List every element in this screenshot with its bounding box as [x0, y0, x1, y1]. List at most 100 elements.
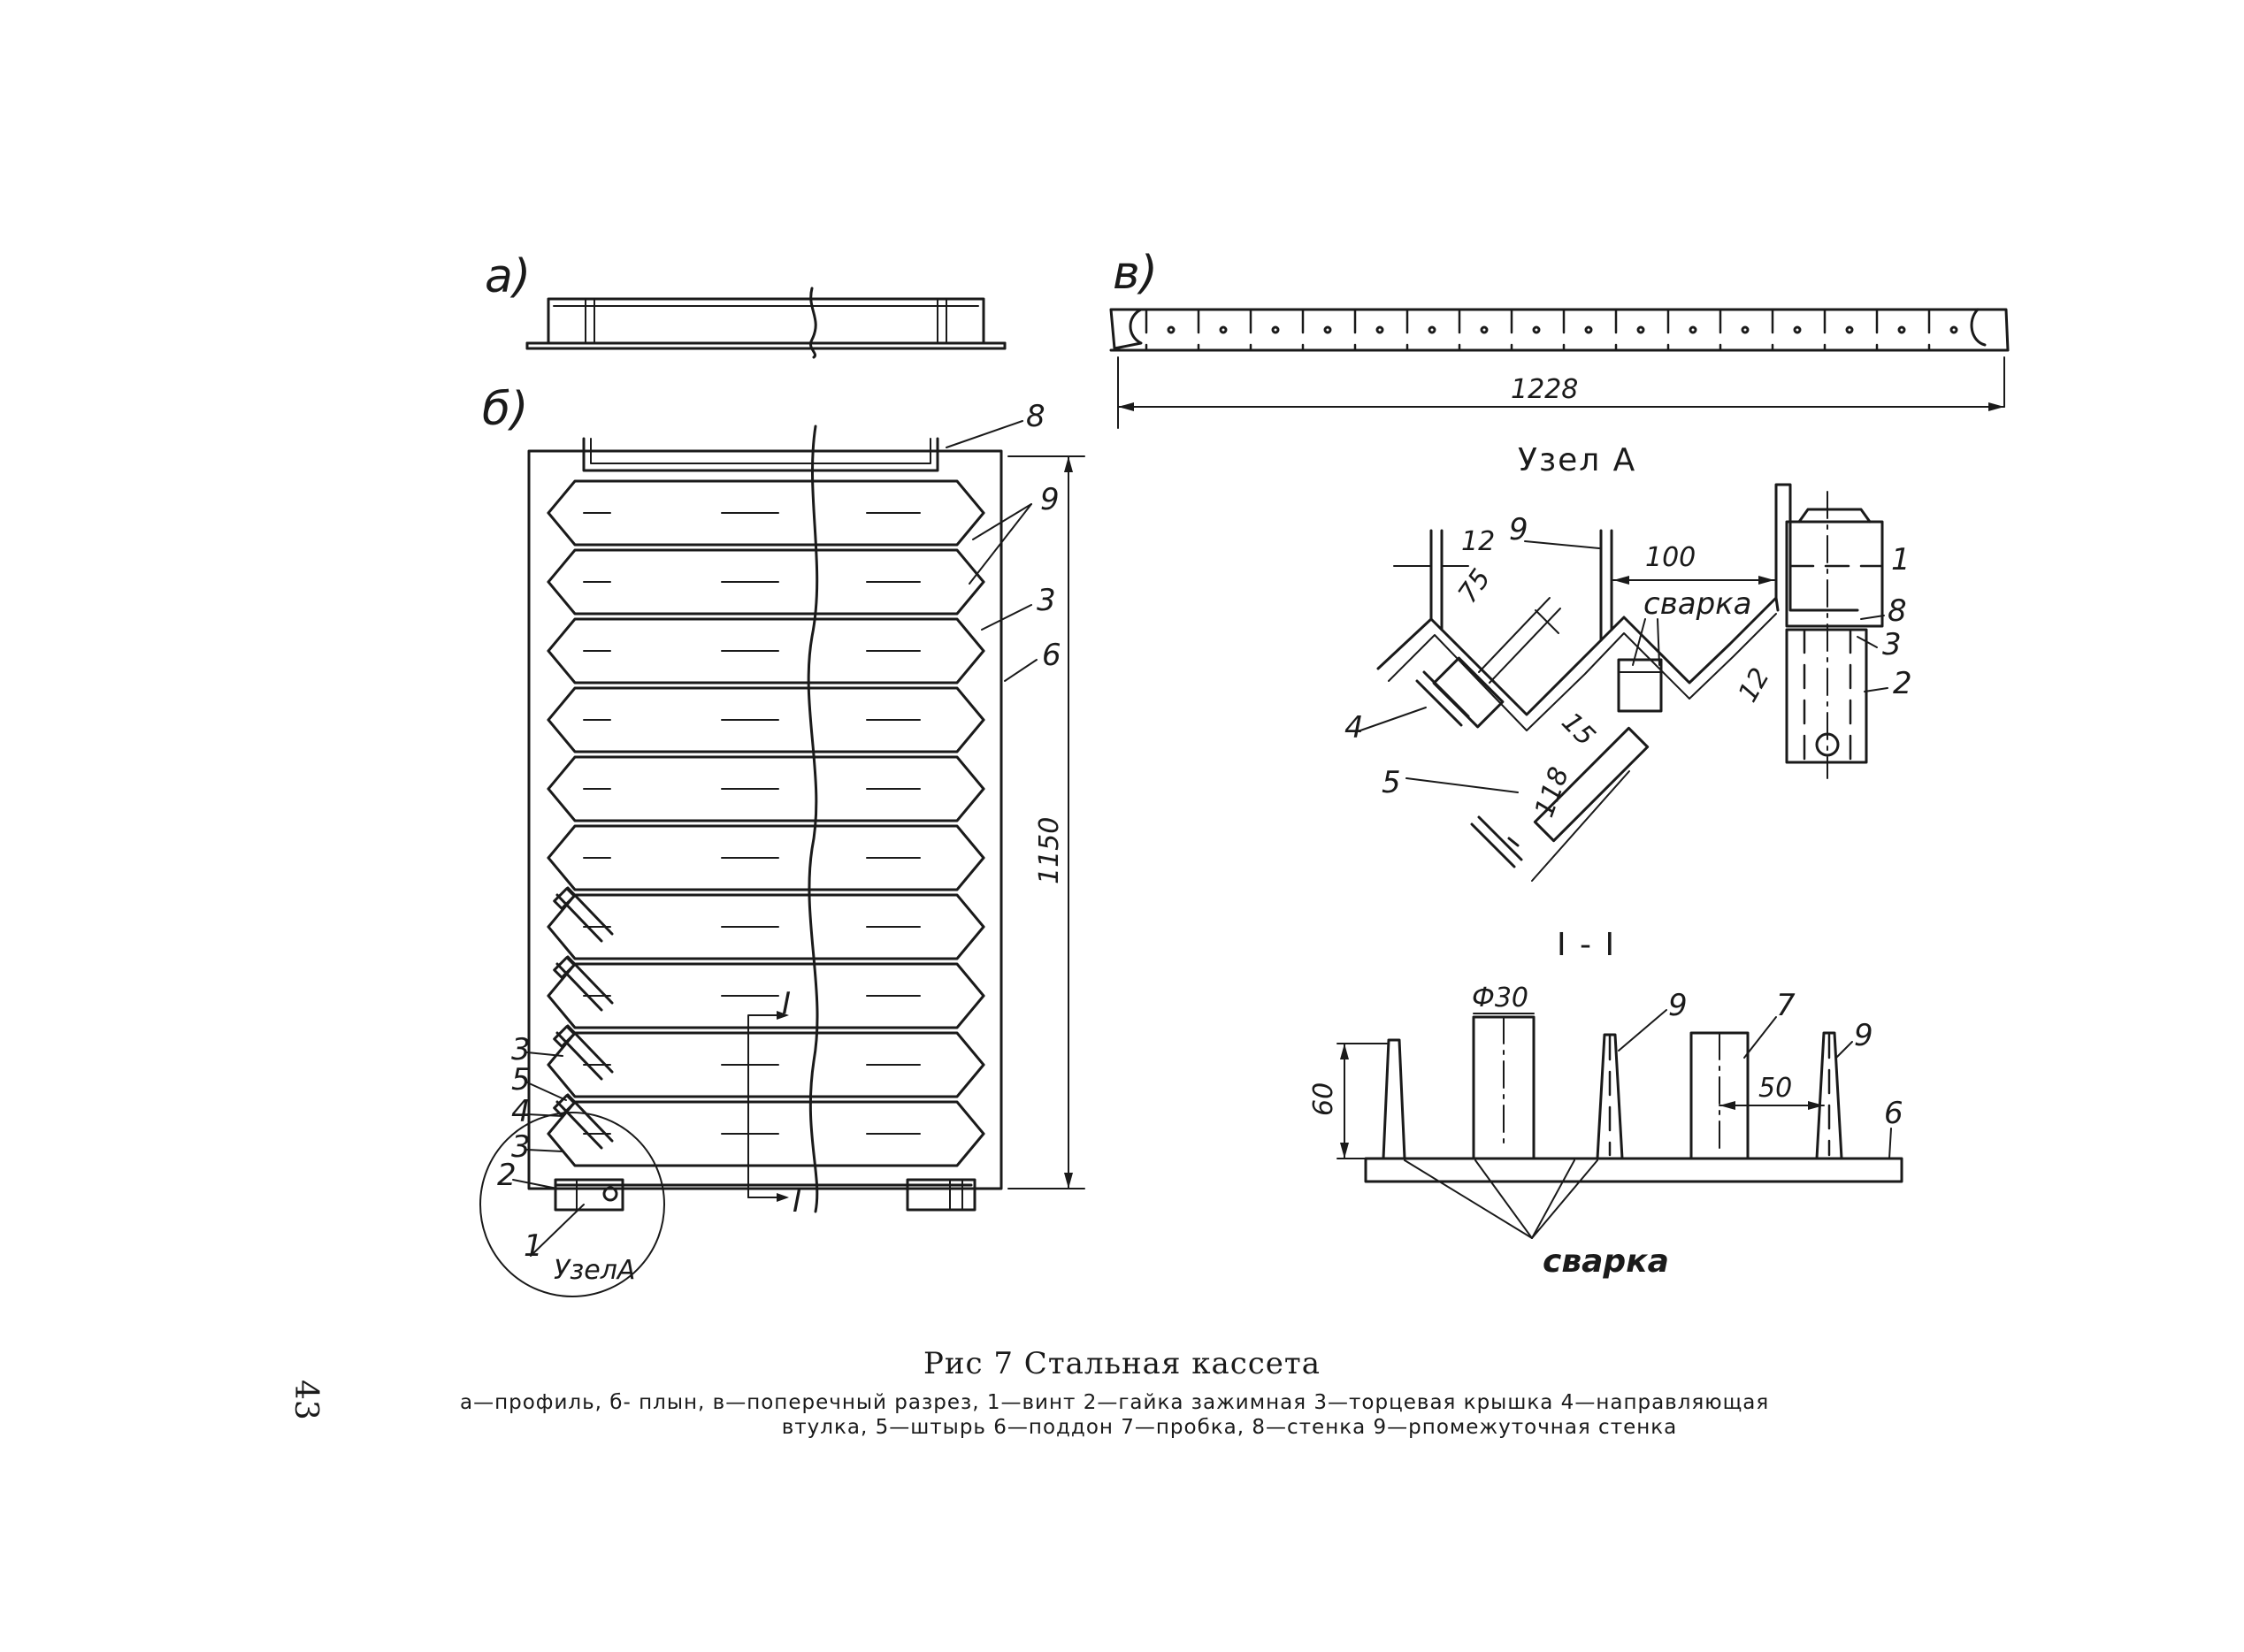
section-cell-hole — [1167, 325, 1176, 334]
plan-rib-lower — [547, 925, 985, 960]
figure-title: Рис 7 Стальная кассета — [923, 1346, 1321, 1381]
section-cell-hole — [1897, 325, 1906, 334]
plan-rib-lower — [547, 994, 985, 1029]
plan-rib-lower — [547, 718, 985, 753]
node-a-dim-118: 118 — [1529, 763, 1575, 822]
plan-label-4-left: 4 — [511, 1094, 531, 1129]
section-i-detail: I - I 60 Ф30 50 9 7 9 6 — [1308, 927, 1903, 1280]
section-i-tray — [1364, 1157, 1903, 1183]
figure-legend-line-2: втулка, 5—штырь 6—поддон 7—пробка, 8—сте… — [781, 1416, 1678, 1439]
plan-label-8: 8 — [1026, 399, 1045, 434]
plan-rib-lower — [547, 856, 985, 891]
plan-label-5-left: 5 — [511, 1062, 531, 1098]
plan-view-label: б) — [482, 383, 528, 436]
node-a-label-3: 3 — [1882, 627, 1902, 662]
plan-clamp-nut-left — [554, 1178, 624, 1212]
section-cell-hole — [1793, 325, 1802, 334]
node-a-end-wall — [1774, 483, 1859, 612]
node-a-title: Узел А — [1518, 442, 1636, 478]
plan-rib-upper — [547, 617, 985, 653]
section-i-label-9: 9 — [1668, 988, 1688, 1023]
plan-tray-outline — [527, 449, 1003, 1190]
plan-rib-lower — [547, 1063, 985, 1098]
node-a-label-1: 1 — [1891, 542, 1911, 577]
plan-break-line — [807, 424, 819, 1213]
node-a-dim-12b: 12 — [1733, 662, 1776, 707]
plan-rib-upper — [547, 686, 985, 722]
plan-rib-upper — [547, 824, 985, 860]
plan-chevron-ribs — [547, 479, 985, 1167]
plan-label-9: 9 — [1040, 482, 1060, 517]
section-cell-hole — [1741, 325, 1750, 334]
plan-rib-lower — [547, 580, 985, 616]
section-i-dim-30: Ф30 — [1472, 983, 1528, 1013]
plan-rib-lower — [547, 511, 985, 547]
section-mark-top: I — [782, 986, 791, 1021]
plan-rib-upper — [547, 962, 985, 998]
node-a-callout-circle — [479, 1112, 665, 1297]
section-cell-hole — [1689, 325, 1697, 334]
page-number: 43 — [287, 1380, 324, 1420]
section-cell-hole — [1271, 325, 1280, 334]
node-a-detail: Узел А 12 10 — [1344, 442, 1912, 882]
section-cell-hole — [1584, 325, 1593, 334]
section-i-title: I - I — [1557, 927, 1616, 963]
section-cell-hole — [1428, 325, 1436, 334]
plan-rib-upper — [547, 548, 985, 584]
node-a-dim-75: 75 — [1452, 563, 1497, 608]
section-i-dim-50: 50 — [1758, 1073, 1792, 1104]
section-view: в) 1228 — [1109, 247, 2010, 429]
section-cell-hole — [1636, 325, 1645, 334]
plan-rib-upper — [547, 755, 985, 791]
figure-legend-line-1: а—профиль, б- плын, в—поперечный разрез,… — [460, 1391, 1770, 1414]
section-cell-hole — [1375, 325, 1384, 334]
section-cells — [1145, 308, 1958, 352]
plan-rib-lower — [547, 649, 985, 685]
section-view-label: в) — [1113, 247, 1158, 300]
node-a-label-4: 4 — [1344, 710, 1364, 746]
plan-label-2-left: 2 — [497, 1158, 517, 1193]
section-i-weld-label: сварка — [1543, 1243, 1669, 1280]
plan-label-6: 6 — [1042, 638, 1061, 673]
node-a-dim-15: 15 — [1555, 707, 1601, 753]
node-a-label-8: 8 — [1888, 593, 1907, 629]
dim-1228: 1228 — [1511, 374, 1578, 405]
section-cell-hole — [1323, 325, 1332, 334]
plan-rib-upper — [547, 479, 985, 515]
plan-pins — [553, 886, 614, 1150]
node-a-label-9: 9 — [1509, 512, 1528, 547]
node-a-weld-label: сварка — [1643, 586, 1752, 622]
section-cell-hole — [1949, 325, 1958, 334]
section-i-label-6: 6 — [1884, 1096, 1903, 1131]
node-a-label-5: 5 — [1382, 765, 1401, 800]
plan-rib-lower — [547, 787, 985, 822]
profile-view-label: а) — [485, 250, 531, 303]
node-a-pin — [1533, 726, 1650, 843]
section-cell-hole — [1532, 325, 1541, 334]
dim-1150: 1150 — [1034, 817, 1065, 884]
section-cell-hole — [1845, 325, 1854, 334]
plan-label-3-left: 3 — [511, 1032, 531, 1067]
section-i-wall-mid — [1596, 1033, 1624, 1160]
node-a-label-2: 2 — [1893, 666, 1912, 701]
plan-rib-lower — [547, 1132, 985, 1167]
section-i-label-9b: 9 — [1854, 1018, 1873, 1053]
profile-view: а) — [485, 250, 1007, 359]
plan-clamp-nut-right — [906, 1178, 976, 1212]
plan-view: б) I I — [479, 383, 1085, 1297]
plan-rib-upper — [547, 1100, 985, 1136]
plan-label-1-left: 1 — [524, 1228, 543, 1264]
section-i-label-7: 7 — [1776, 988, 1796, 1023]
node-a-screw-head — [1785, 520, 1884, 628]
profile-break-line — [809, 287, 817, 359]
plan-label-3: 3 — [1037, 583, 1056, 618]
plan-label-3-left-b: 3 — [511, 1129, 531, 1165]
section-cell-hole — [1219, 325, 1228, 334]
figure-legend: а—профиль, б- плын, в—поперечный разрез,… — [460, 1390, 1999, 1440]
node-a-dim-100: 100 — [1645, 542, 1696, 573]
plan-rib-upper — [547, 1031, 985, 1067]
section-cell-hole — [1480, 325, 1489, 334]
node-a-dim-12: 12 — [1461, 526, 1495, 557]
section-mark-bottom: I — [793, 1184, 801, 1220]
